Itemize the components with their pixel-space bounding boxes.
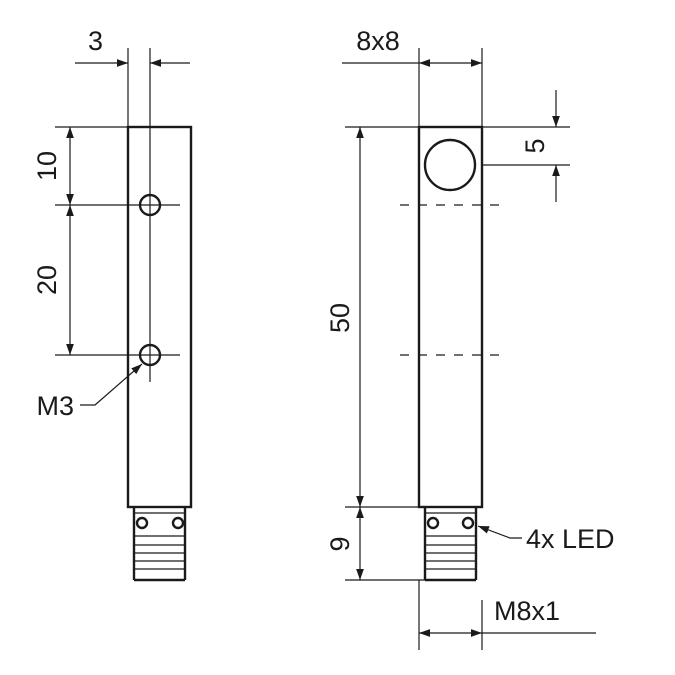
side-led-right — [171, 516, 185, 530]
side-connector — [132, 507, 187, 582]
front-connector — [423, 507, 478, 582]
side-view: 3 10 20 M3 — [32, 26, 193, 582]
leader-m3 — [80, 363, 143, 406]
dim-label-20: 20 — [32, 265, 62, 295]
front-housing — [417, 125, 484, 509]
dim-label-3: 3 — [88, 26, 103, 56]
front-view: 8x8 5 50 9 4x LED M8x1 — [325, 26, 615, 650]
dim-label-led: 4x LED — [526, 524, 615, 554]
dim-label-8x8: 8x8 — [356, 26, 400, 56]
dim-label-50: 50 — [325, 303, 355, 333]
dim-label-5: 5 — [520, 138, 550, 153]
side-housing — [126, 125, 193, 509]
dim-label-9: 9 — [325, 536, 355, 551]
leader-led — [477, 525, 522, 539]
dim-label-m8x1: M8x1 — [494, 596, 560, 626]
sensing-face — [423, 138, 477, 192]
front-led-right — [461, 516, 475, 530]
dim-label-m3: M3 — [36, 391, 74, 421]
dim-label-10: 10 — [32, 151, 62, 181]
front-led-left — [426, 516, 440, 530]
side-led-left — [135, 516, 149, 530]
